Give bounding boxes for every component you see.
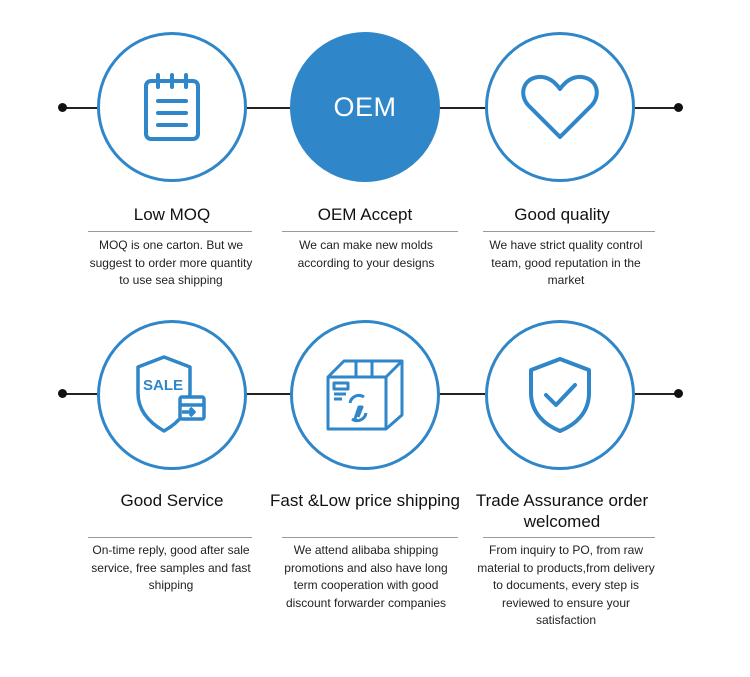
feature-circle-quality bbox=[485, 32, 635, 182]
feature-title: Low MOQ bbox=[133, 205, 211, 224]
feature-description: MOQ is one carton. But we suggest to ord… bbox=[89, 238, 253, 287]
feature-circle-service: SALE bbox=[97, 320, 247, 470]
sale-shield-icon: SALE bbox=[130, 353, 214, 437]
divider bbox=[88, 537, 252, 538]
feature-description: From inquiry to PO, from raw material to… bbox=[477, 543, 655, 627]
divider bbox=[282, 231, 458, 232]
divider bbox=[483, 231, 655, 232]
feature-circle-oem: OEM bbox=[290, 32, 440, 182]
divider bbox=[483, 537, 655, 538]
check-shield-icon bbox=[525, 355, 595, 435]
connector-dot-left bbox=[58, 103, 67, 112]
notepad-icon bbox=[140, 71, 204, 143]
divider bbox=[88, 231, 252, 232]
feature-description: On-time reply, good after sale service, … bbox=[91, 543, 251, 592]
feature-circle-low-moq bbox=[97, 32, 247, 182]
divider bbox=[282, 537, 458, 538]
package-box-icon bbox=[322, 357, 408, 433]
feature-description: We attend alibaba shipping promotions an… bbox=[284, 543, 448, 610]
connector-dot-right bbox=[674, 389, 683, 398]
heart-icon bbox=[520, 71, 600, 143]
feature-title: Trade Assurance order welcomed bbox=[475, 491, 649, 531]
connector-dot-left bbox=[58, 389, 67, 398]
feature-title: OEM Accept bbox=[317, 205, 413, 224]
feature-title: Good Service bbox=[120, 491, 224, 510]
feature-circle-shipping bbox=[290, 320, 440, 470]
feature-description: We can make new molds according to your … bbox=[297, 238, 435, 270]
sale-text: SALE bbox=[143, 377, 183, 394]
feature-title: Good quality bbox=[514, 205, 610, 224]
feature-circle-trade-assurance bbox=[485, 320, 635, 470]
feature-title: Fast &Low price shipping bbox=[270, 491, 460, 510]
feature-description: We have strict quality control team, goo… bbox=[489, 238, 643, 287]
oem-badge-text: OEM bbox=[333, 91, 397, 122]
connector-dot-right bbox=[674, 103, 683, 112]
